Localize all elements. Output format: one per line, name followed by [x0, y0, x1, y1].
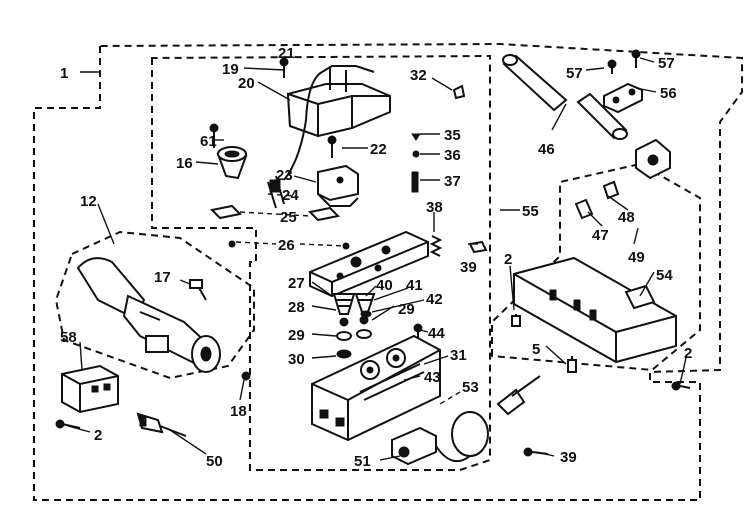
- burner-tube: [76, 257, 221, 373]
- control-module: [513, 138, 677, 364]
- callout-44: 44: [428, 325, 445, 342]
- valve-subassembly-boundary: [151, 54, 491, 471]
- callout-61: 61: [200, 133, 217, 150]
- callout-29-left: 29: [288, 327, 305, 344]
- leader-lines: [67, 57, 687, 461]
- callout-16: 16: [176, 155, 193, 172]
- callout-35: 35: [444, 127, 461, 144]
- callout-31: 31: [450, 347, 467, 364]
- callout-21: 21: [278, 45, 295, 62]
- callout-40: 40: [376, 277, 393, 294]
- callout-2-right: 2: [684, 345, 692, 362]
- orifice-fitting: [136, 412, 187, 437]
- callout-55: 55: [522, 203, 539, 220]
- callout-1: 1: [60, 65, 68, 82]
- gaskets: [209, 175, 350, 250]
- callout-27: 27: [288, 275, 305, 292]
- callout-37: 37: [444, 173, 461, 190]
- thermocouple-tubes: [502, 54, 628, 140]
- callout-numbers: 1 19 21 20 61 16 22 23 24 25 26 32 35 36…: [60, 45, 692, 470]
- callout-2-left: 2: [94, 427, 102, 444]
- valve-body: [311, 334, 441, 442]
- callout-54: 54: [656, 267, 673, 284]
- callout-58: 58: [60, 329, 77, 346]
- screws: [55, 49, 691, 457]
- callout-23: 23: [276, 167, 293, 184]
- callout-41: 41: [406, 277, 423, 294]
- callout-51: 51: [354, 453, 371, 470]
- callout-48: 48: [618, 209, 635, 226]
- callout-36: 36: [444, 147, 461, 164]
- callout-57-left: 57: [566, 65, 583, 82]
- callout-56: 56: [660, 85, 677, 102]
- callout-20: 20: [238, 75, 255, 92]
- callout-25: 25: [280, 209, 297, 226]
- callout-12: 12: [80, 193, 97, 210]
- callout-50: 50: [206, 453, 223, 470]
- ignitor-wire: [283, 71, 323, 181]
- callout-39-top: 39: [460, 259, 477, 276]
- callout-46: 46: [538, 141, 555, 158]
- callout-17: 17: [154, 269, 171, 286]
- mounting-bracket: [61, 364, 119, 414]
- o-rings: [336, 310, 372, 359]
- callout-22: 22: [370, 141, 387, 158]
- callout-18: 18: [230, 403, 247, 420]
- callout-32: 32: [410, 67, 427, 84]
- callout-29-right: 29: [398, 301, 415, 318]
- coil-bracket: [317, 164, 359, 207]
- springs: [332, 293, 376, 327]
- callout-5: 5: [532, 341, 540, 358]
- callout-43: 43: [424, 369, 441, 386]
- callout-24: 24: [282, 187, 299, 204]
- callout-26: 26: [278, 237, 295, 254]
- callout-49: 49: [628, 249, 645, 266]
- burner-box-boundary: [54, 230, 255, 380]
- callout-42: 42: [426, 291, 443, 308]
- callout-47: 47: [592, 227, 609, 244]
- callout-30: 30: [288, 351, 305, 368]
- pilot-regulator: [391, 375, 541, 466]
- callout-57-right: 57: [658, 55, 675, 72]
- burner-cup: [216, 146, 248, 180]
- callout-28: 28: [288, 299, 305, 316]
- callout-53: 53: [462, 379, 479, 396]
- callout-38: 38: [426, 199, 443, 216]
- valve-plate: [309, 230, 429, 298]
- solenoid-coil: [286, 65, 391, 138]
- callout-39-bottom: 39: [560, 449, 577, 466]
- part-drawings: [55, 49, 691, 466]
- outer-assembly-boundary: [33, 42, 743, 501]
- callout-19: 19: [222, 61, 239, 78]
- retaining-clip: [603, 82, 643, 114]
- callout-2-mid: 2: [504, 251, 512, 268]
